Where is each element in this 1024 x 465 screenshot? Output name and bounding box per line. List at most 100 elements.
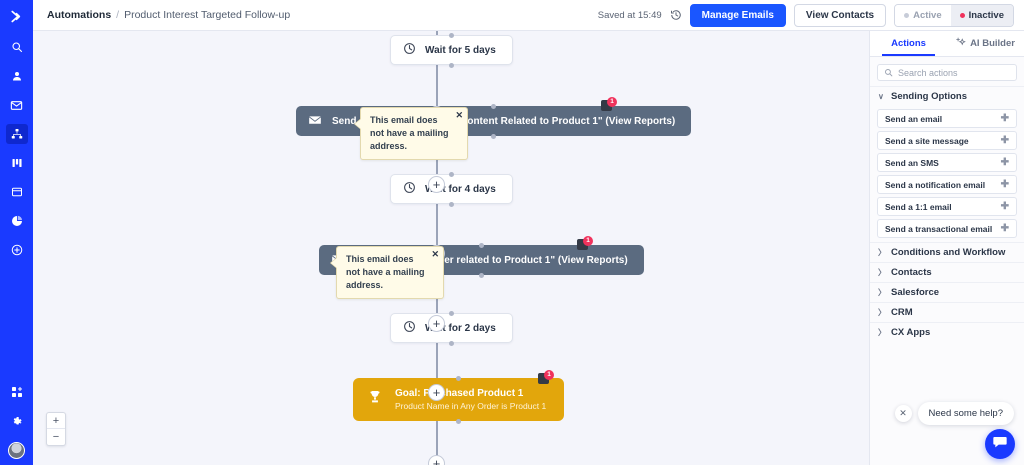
node-warning-badge[interactable]: 1 <box>577 236 593 252</box>
flow-node-label: Send an email "Even More Content Related… <box>332 115 676 127</box>
connector-line <box>436 65 438 120</box>
breadcrumb-current: Product Interest Targeted Follow-up <box>124 9 291 21</box>
tab-ai-builder[interactable]: AI Builder <box>947 31 1024 56</box>
add-step-button[interactable]: + <box>428 455 445 465</box>
envelope-icon <box>308 113 322 130</box>
flow-node-label: Wait for 4 days <box>425 183 496 195</box>
chat-close-icon[interactable]: ✕ <box>894 405 912 422</box>
action-send-an-email[interactable]: Send an email ✚ <box>877 109 1017 128</box>
warning-count: 1 <box>607 97 617 107</box>
panel-tabs: Actions AI Builder <box>870 31 1024 57</box>
connector-line <box>436 203 438 260</box>
chevron-right-icon: 〉 <box>878 328 886 337</box>
action-send-a-1-1-email[interactable]: Send a 1:1 email ✚ <box>877 197 1017 216</box>
manage-emails-button[interactable]: Manage Emails <box>689 3 786 27</box>
tab-ai-builder-label: AI Builder <box>970 38 1015 49</box>
group-header-contacts[interactable]: 〉 Contacts <box>870 262 1024 282</box>
drag-handle-icon[interactable]: ✚ <box>1000 178 1009 190</box>
node-port-top <box>491 103 497 109</box>
action-group-sending-options: ∨ Sending Options Send an email ✚ Send a… <box>870 86 1024 242</box>
action-label: Send a notification email <box>885 179 986 190</box>
node-port-bottom <box>448 62 454 68</box>
rail-deals-icon[interactable] <box>6 153 28 173</box>
flow-node-goal-purchased-product-1[interactable]: Goal: Purchased Product 1 Product Name i… <box>353 370 565 424</box>
user-avatar[interactable] <box>8 442 25 459</box>
node-warning-badge[interactable]: 1 <box>601 97 617 113</box>
breadcrumb-root[interactable]: Automations <box>47 9 112 21</box>
add-step-button[interactable]: + <box>428 176 445 193</box>
tab-actions-label: Actions <box>891 38 926 49</box>
action-list-sending-options: Send an email ✚ Send a site message ✚ Se… <box>870 106 1024 242</box>
active-dot-icon <box>904 12 910 18</box>
rail-automations-icon[interactable] <box>5 124 28 144</box>
tab-actions[interactable]: Actions <box>870 31 947 56</box>
node-port-bottom <box>456 418 462 424</box>
group-label: CX Apps <box>891 327 931 338</box>
zoom-out-button[interactable]: − <box>52 431 60 443</box>
group-header-conditions-and-workflow[interactable]: 〉 Conditions and Workflow <box>870 242 1024 262</box>
tooltip-close-icon[interactable]: ✕ <box>431 249 439 259</box>
group-header-salesforce[interactable]: 〉 Salesforce <box>870 282 1024 302</box>
drag-handle-icon[interactable]: ✚ <box>1000 222 1009 234</box>
add-step-button[interactable]: + <box>428 384 445 401</box>
add-step-button[interactable]: + <box>428 315 445 332</box>
chat-bubble-icon <box>992 434 1008 455</box>
drag-handle-icon[interactable]: ✚ <box>1000 112 1009 124</box>
automation-canvas[interactable]: Wait for 5 days + Send an email "Even Mo… <box>33 31 869 465</box>
chevron-down-icon: ∨ <box>878 92 884 101</box>
rail-campaigns-icon[interactable] <box>6 95 28 115</box>
rail-pages-icon[interactable] <box>6 182 28 202</box>
drag-handle-icon[interactable]: ✚ <box>1000 200 1009 212</box>
connector-line <box>436 133 438 190</box>
flow-node-label: Wait for 2 days <box>425 322 496 334</box>
warning-tooltip: ✕ This email does not have a mailing add… <box>330 246 444 300</box>
status-active-option[interactable]: Active <box>895 4 951 26</box>
search-actions-field[interactable] <box>877 64 1017 81</box>
view-contacts-button[interactable]: View Contacts <box>793 3 887 27</box>
app-logo-icon[interactable] <box>0 0 33 33</box>
node-warning-badge[interactable]: 1 <box>538 370 554 386</box>
node-port-top <box>448 32 454 38</box>
group-label: CRM <box>891 307 913 318</box>
chat-launcher-button[interactable] <box>985 429 1015 459</box>
rail-settings-gear-icon[interactable] <box>6 412 28 432</box>
group-header-crm[interactable]: 〉 CRM <box>870 302 1024 322</box>
chevron-right-icon: 〉 <box>878 248 886 257</box>
rail-create-icon[interactable] <box>6 240 28 260</box>
flow-node-wait-5-days[interactable]: Wait for 5 days <box>390 32 513 68</box>
rail-contacts-icon[interactable] <box>6 66 28 86</box>
action-label: Send a site message <box>885 135 969 146</box>
drag-handle-icon[interactable]: ✚ <box>1000 134 1009 146</box>
zoom-in-button[interactable]: + <box>47 413 65 429</box>
node-port-top <box>448 171 454 177</box>
rail-apps-icon[interactable] <box>6 382 28 402</box>
drag-handle-icon[interactable]: ✚ <box>1000 156 1009 168</box>
goal-title: Goal: Purchased Product 1 <box>395 388 524 399</box>
search-input[interactable] <box>898 67 1010 78</box>
warning-count: 1 <box>544 370 554 380</box>
node-port-bottom <box>448 201 454 207</box>
status-inactive-option[interactable]: Inactive <box>950 4 1013 26</box>
flow-node-wait-2-days[interactable]: Wait for 2 days <box>390 310 513 346</box>
node-port-top <box>478 242 484 248</box>
tooltip-close-icon[interactable]: ✕ <box>455 110 463 120</box>
breadcrumb-separator: / <box>116 9 120 21</box>
rail-search-icon[interactable] <box>6 37 28 57</box>
action-label: Send an email <box>885 113 943 124</box>
chevron-right-icon: 〉 <box>878 268 886 277</box>
node-port-bottom <box>448 340 454 346</box>
status-inactive-label: Inactive <box>968 9 1004 21</box>
group-header-cx-apps[interactable]: 〉 CX Apps <box>870 322 1024 342</box>
group-header-sending-options[interactable]: ∨ Sending Options <box>870 86 1024 106</box>
flow-node-wait-4-days[interactable]: Wait for 4 days <box>390 171 513 207</box>
search-icon <box>884 64 893 82</box>
action-send-a-site-message[interactable]: Send a site message ✚ <box>877 131 1017 150</box>
chat-prompt-text[interactable]: Need some help? <box>917 402 1014 425</box>
action-send-a-notification-email[interactable]: Send a notification email ✚ <box>877 175 1017 194</box>
top-bar-actions: Saved at 15:49 Manage Emails View Contac… <box>597 3 1014 27</box>
action-send-a-transactional-email[interactable]: Send a transactional email ✚ <box>877 219 1017 238</box>
saved-status: Saved at 15:49 <box>597 9 662 21</box>
action-send-an-sms[interactable]: Send an SMS ✚ <box>877 153 1017 172</box>
history-clock-icon[interactable] <box>670 9 682 21</box>
rail-reports-icon[interactable] <box>6 211 28 231</box>
